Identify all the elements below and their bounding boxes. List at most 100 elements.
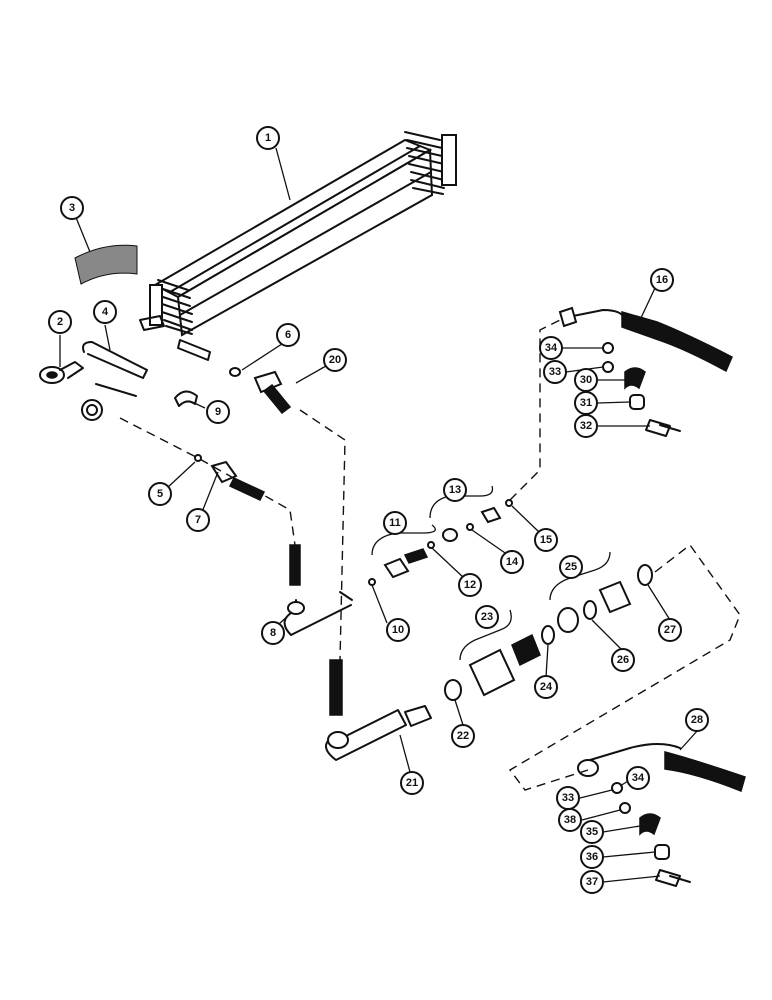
callout-10: 10 — [386, 618, 410, 642]
svg-text:31: 31 — [580, 397, 592, 409]
svg-text:1: 1 — [265, 132, 271, 144]
callout-28: 28 — [685, 708, 709, 732]
callout-27: 27 — [658, 618, 682, 642]
callout-20: 20 — [323, 348, 347, 372]
svg-text:33: 33 — [549, 366, 561, 378]
callout-24: 24 — [534, 675, 558, 699]
svg-text:25: 25 — [565, 561, 577, 573]
svg-text:26: 26 — [617, 654, 629, 666]
callout-12: 12 — [458, 573, 482, 597]
hose-end-7-part — [210, 460, 266, 501]
o-ring-part — [194, 454, 202, 462]
upper-fitting-set — [368, 499, 513, 586]
callout-38: 38 — [558, 808, 582, 832]
callout-31: 31 — [574, 391, 598, 415]
callout-5: 5 — [148, 482, 172, 506]
callout-22: 22 — [451, 724, 475, 748]
svg-text:2: 2 — [57, 316, 63, 328]
callout-3: 3 — [60, 196, 84, 220]
callout-7: 7 — [186, 508, 210, 532]
svg-text:22: 22 — [457, 730, 469, 742]
elbow-tube-part — [283, 544, 353, 636]
hardware-lower — [611, 782, 691, 887]
svg-text:13: 13 — [449, 484, 461, 496]
bracket-25 — [549, 551, 611, 601]
svg-text:36: 36 — [586, 851, 598, 863]
callout-14: 14 — [500, 550, 524, 574]
svg-text:28: 28 — [691, 714, 703, 726]
svg-text:34: 34 — [632, 772, 645, 784]
flow-line-27-to-28 — [508, 544, 741, 791]
svg-text:14: 14 — [506, 556, 519, 568]
callout-33-upper: 33 — [543, 360, 567, 384]
callout-37: 37 — [580, 870, 604, 894]
cooler-fins-left — [157, 279, 193, 335]
bracket-23 — [459, 609, 512, 661]
svg-text:5: 5 — [157, 488, 163, 500]
svg-text:15: 15 — [540, 534, 552, 546]
svg-text:9: 9 — [215, 406, 221, 418]
hose-16-part — [558, 306, 733, 373]
hose-28-part — [577, 743, 746, 793]
svg-text:4: 4 — [102, 306, 109, 318]
svg-text:37: 37 — [586, 876, 598, 888]
clamp-part — [174, 390, 198, 407]
callout-30: 30 — [574, 368, 598, 392]
callout-13: 13 — [443, 478, 467, 502]
lower-fitting-set — [444, 564, 653, 701]
callout-33-lower: 33 — [556, 786, 580, 810]
callout-23: 23 — [475, 605, 499, 629]
svg-text:12: 12 — [464, 579, 476, 591]
hardware-upper — [602, 342, 681, 437]
callout-2: 2 — [48, 310, 72, 334]
callout-15: 15 — [534, 528, 558, 552]
callout-9: 9 — [206, 400, 230, 424]
svg-text:11: 11 — [389, 517, 401, 529]
svg-text:16: 16 — [656, 274, 668, 286]
svg-text:27: 27 — [664, 624, 676, 636]
cooler-fins-right — [404, 131, 445, 195]
svg-text:23: 23 — [481, 611, 493, 623]
svg-text:7: 7 — [195, 514, 201, 526]
flow-line-7-to-8 — [119, 417, 296, 546]
svg-text:8: 8 — [270, 627, 276, 639]
svg-text:3: 3 — [69, 202, 75, 214]
callout-25: 25 — [559, 555, 583, 579]
callout-6: 6 — [276, 323, 300, 347]
callout-34-lower: 34 — [626, 766, 650, 790]
bracket-11 — [371, 524, 436, 556]
svg-text:33: 33 — [562, 792, 574, 804]
callout-35: 35 — [580, 820, 604, 844]
callout-26: 26 — [611, 648, 635, 672]
callout-11: 11 — [383, 511, 407, 535]
callout-32: 32 — [574, 414, 598, 438]
pad-part — [74, 244, 138, 285]
hose-end-part — [253, 370, 292, 415]
callout-8: 8 — [261, 621, 285, 645]
flow-line-15-to-16 — [509, 319, 561, 501]
svg-text:6: 6 — [285, 329, 291, 341]
callout-16: 16 — [650, 268, 674, 292]
svg-text:38: 38 — [564, 814, 576, 826]
leader-lines — [59, 147, 699, 883]
svg-text:21: 21 — [406, 777, 418, 789]
callout-1: 1 — [256, 126, 280, 150]
svg-text:30: 30 — [580, 374, 592, 386]
elbow-21-part — [325, 659, 432, 761]
svg-text:24: 24 — [540, 681, 553, 693]
tube-part — [82, 341, 148, 397]
flow-line-20-to-21 — [299, 409, 346, 661]
callout-4: 4 — [93, 300, 117, 324]
callout-36: 36 — [580, 845, 604, 869]
svg-text:34: 34 — [545, 342, 558, 354]
valve-part — [39, 361, 103, 421]
oil-cooler-part — [139, 131, 457, 361]
washer-part — [229, 367, 241, 377]
svg-text:20: 20 — [329, 354, 341, 366]
svg-text:10: 10 — [392, 624, 404, 636]
callout-34-upper: 34 — [539, 336, 563, 360]
svg-text:35: 35 — [586, 826, 598, 838]
svg-text:32: 32 — [580, 420, 592, 432]
callout-21: 21 — [400, 771, 424, 795]
